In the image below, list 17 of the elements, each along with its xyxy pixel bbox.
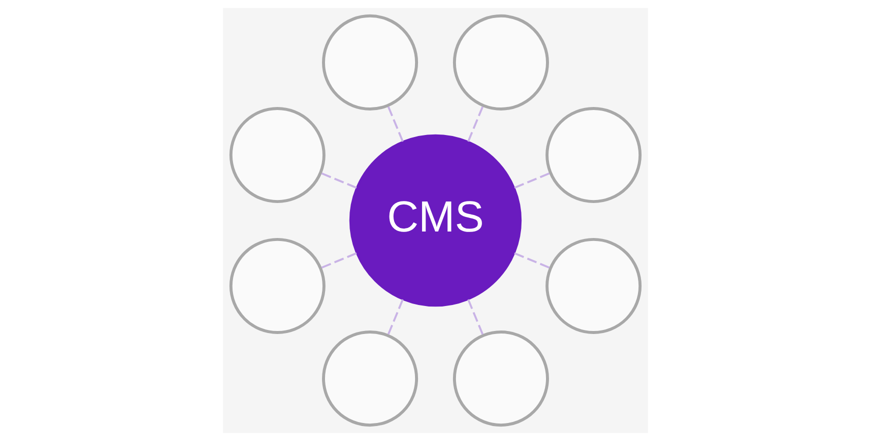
connector (386, 299, 404, 336)
node-circle (322, 14, 418, 110)
node-circle (545, 238, 642, 334)
node-circle (545, 107, 642, 204)
node-circle (322, 330, 418, 427)
node-circle (228, 107, 325, 204)
connector (466, 299, 484, 336)
connector (386, 105, 404, 142)
node-circle (452, 330, 548, 427)
node-circle (452, 14, 548, 110)
connector (320, 172, 356, 189)
connector (514, 172, 550, 189)
connector (320, 252, 356, 269)
connector (514, 252, 550, 269)
connector (466, 105, 484, 142)
node-circle: CMS (348, 134, 522, 307)
node-circle (228, 238, 325, 334)
